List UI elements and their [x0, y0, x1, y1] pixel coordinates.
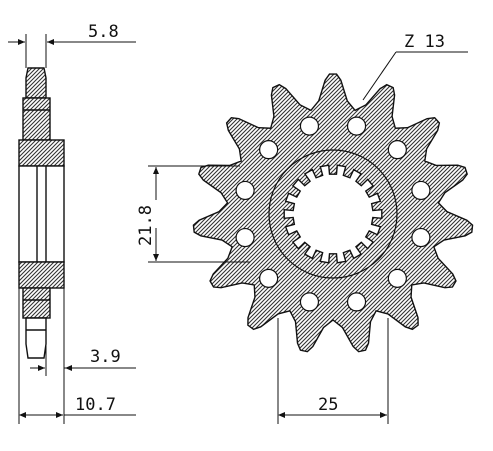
- side-hub-bore: [18, 165, 65, 263]
- side-upper-web: [22, 97, 51, 141]
- lightening-hole: [299, 116, 320, 136]
- side-lower-tooth: [25, 317, 47, 359]
- lightening-hole: [387, 268, 407, 288]
- dim-bolt-circle: 21.8: [136, 205, 156, 246]
- lightening-hole: [346, 292, 367, 312]
- front-dimensions: [148, 51, 468, 424]
- side-dimensions: [8, 34, 136, 424]
- lightening-hole: [411, 227, 431, 248]
- side-hub-upper: [18, 139, 65, 167]
- side-upper-tooth: [25, 67, 47, 99]
- lightening-hole: [235, 180, 255, 201]
- hub-ring: [268, 149, 398, 279]
- lightening-hole: [259, 140, 279, 160]
- bolt-holes: [235, 116, 431, 312]
- lightening-hole: [411, 180, 431, 201]
- dim-hub-offset: 3.9: [90, 347, 121, 367]
- side-hub-lower: [18, 261, 65, 289]
- dim-top-width: 5.8: [88, 22, 119, 42]
- lightening-hole: [346, 116, 367, 136]
- side-lower-web: [22, 287, 51, 319]
- lightening-hole: [387, 140, 407, 160]
- front-view: [192, 73, 474, 353]
- lightening-hole: [299, 292, 320, 312]
- sprocket-body: [192, 73, 474, 353]
- side-view: [18, 67, 65, 359]
- lightening-hole: [259, 268, 279, 288]
- lightening-hole: [235, 227, 255, 248]
- teeth-count-label: Z 13: [404, 32, 445, 52]
- dim-spline-width: 25: [318, 395, 338, 415]
- dim-overall-width: 10.7: [75, 395, 116, 415]
